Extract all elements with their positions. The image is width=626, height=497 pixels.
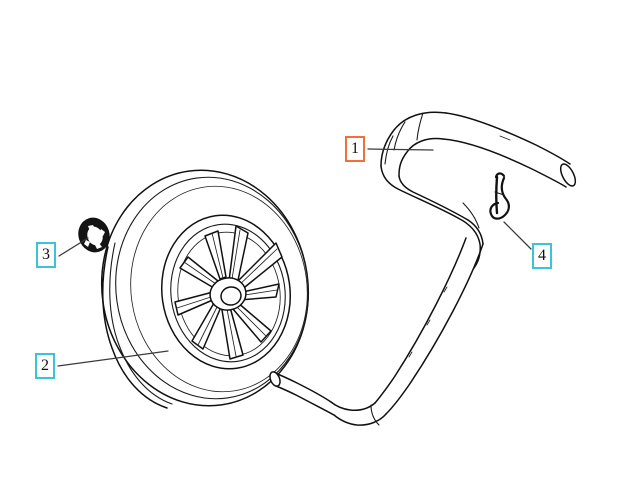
cotter-pin-curved-leg: [489, 176, 510, 220]
leader-line-3: [58, 237, 89, 257]
handle-grip-end-cap: [559, 163, 577, 187]
callout-box-2[interactable]: 2: [35, 353, 55, 379]
handle-elbow-inner: [467, 219, 484, 245]
handle-upper-run-bottom: [398, 175, 469, 221]
leader-line-1: [367, 148, 434, 151]
tire-sidewall-ring-1: [115, 176, 309, 400]
foot-tube-top-edge: [274, 372, 332, 403]
tire-depth-edge: [102, 246, 168, 409]
leader-line-2: [57, 350, 169, 367]
cotter-pin-drawing: [489, 172, 510, 220]
cotter-pin-straight-leg: [495, 175, 499, 215]
callout-label-4: 4: [538, 247, 546, 264]
leader-lines: [57, 148, 532, 367]
washer-bushing-drawing: [78, 217, 110, 253]
cotter-pin-notch: [494, 191, 505, 196]
foot-elbow-segment: [370, 404, 380, 426]
elbow-segment-line: [462, 202, 480, 229]
grip-highlight-tick: [499, 135, 511, 141]
callout-box-3[interactable]: 3: [36, 242, 56, 268]
hub-bore: [220, 286, 242, 306]
tire-sidewall-ring-2: [130, 185, 308, 393]
leader-line-4: [503, 221, 532, 250]
handle-bend-outer: [380, 111, 447, 167]
handle-elbow-outer: [457, 217, 481, 269]
leg-right-edge: [385, 243, 484, 415]
tire-depth-edge-inner: [109, 242, 173, 405]
callout-label-3: 3: [42, 246, 50, 263]
wheel-tire-drawing: [100, 169, 310, 409]
washer-slot: [95, 243, 102, 249]
washer-slot: [84, 240, 90, 247]
callout-label-1: 1: [351, 140, 359, 157]
handle-grip-top-edge: [445, 112, 571, 165]
cotter-pin-head: [494, 172, 506, 179]
handle-grip-bottom-edge: [442, 138, 567, 188]
washer-slot: [88, 225, 95, 231]
handle-frame-tube-drawing: [269, 111, 577, 426]
foot-tube-bottom-edge: [275, 385, 335, 416]
rim-spokes: [174, 225, 283, 360]
rim-spoke-shading: [176, 229, 278, 357]
foot-elbow-top: [330, 401, 376, 411]
spoke: [204, 230, 227, 280]
foot-elbow-bottom: [333, 413, 387, 426]
washer-slot: [99, 229, 105, 236]
handle-upper-run-top: [380, 165, 459, 219]
rim-flange-inner: [170, 223, 286, 363]
callout-box-4[interactable]: 4: [532, 243, 552, 269]
foot-tube-end-cap: [269, 371, 281, 387]
handle-bend-inner: [398, 137, 444, 177]
leg-surface-ticks: [408, 286, 448, 358]
leg-left-edge: [374, 237, 467, 404]
callout-box-1[interactable]: 1: [345, 136, 365, 162]
callout-label-2: 2: [41, 357, 49, 374]
